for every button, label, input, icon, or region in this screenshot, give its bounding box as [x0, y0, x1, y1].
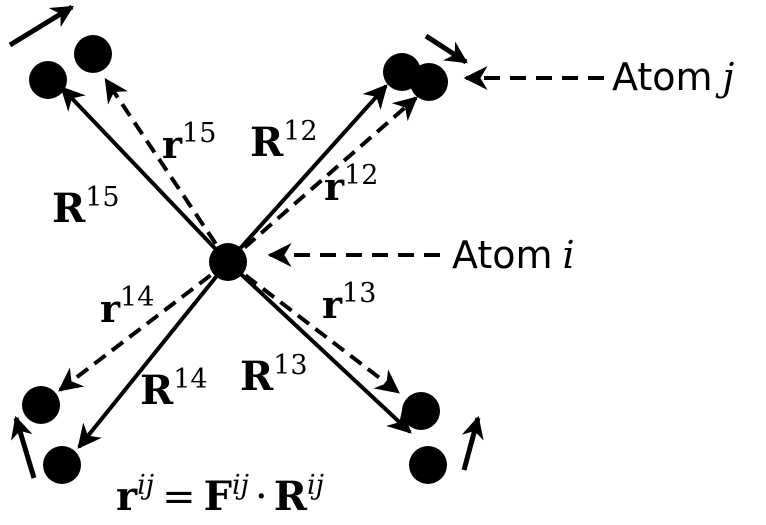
label-R13: R13 [240, 350, 308, 400]
vector-r15 [104, 78, 230, 264]
vector-R12 [226, 84, 388, 264]
atom-top-left-a [29, 61, 67, 99]
label-r12: r12 [324, 160, 378, 209]
label-r14: r14 [100, 282, 154, 331]
atom-bottom-left-a [22, 386, 60, 424]
displacement-arrow-top-left [8, 4, 74, 48]
atom-bottom-right-b [409, 446, 447, 484]
vector-r14 [58, 260, 230, 392]
atom-center [209, 243, 247, 281]
atom-bottom-left-b [43, 446, 81, 484]
label-R15: R15 [52, 182, 120, 232]
vector-R14 [77, 260, 230, 449]
vector-r12 [226, 96, 418, 264]
vector-R13 [226, 260, 412, 434]
label-R12: R12 [250, 116, 318, 166]
equation: rij=Fij·Rij [116, 470, 324, 520]
displacement-arrow-bottom-right [461, 415, 484, 471]
displacement-arrow-top-right [424, 33, 468, 65]
label-r13: r13 [322, 278, 376, 327]
atom-top-right-b [410, 63, 448, 101]
atom-top-left-b [74, 35, 112, 73]
vector-r13 [226, 260, 400, 394]
label-R14: R14 [140, 364, 208, 414]
vector-R15 [60, 86, 230, 264]
label-r15: r15 [162, 118, 216, 167]
displacement-arrow-bottom-left [11, 415, 37, 479]
atom-bottom-right-a [402, 392, 440, 430]
